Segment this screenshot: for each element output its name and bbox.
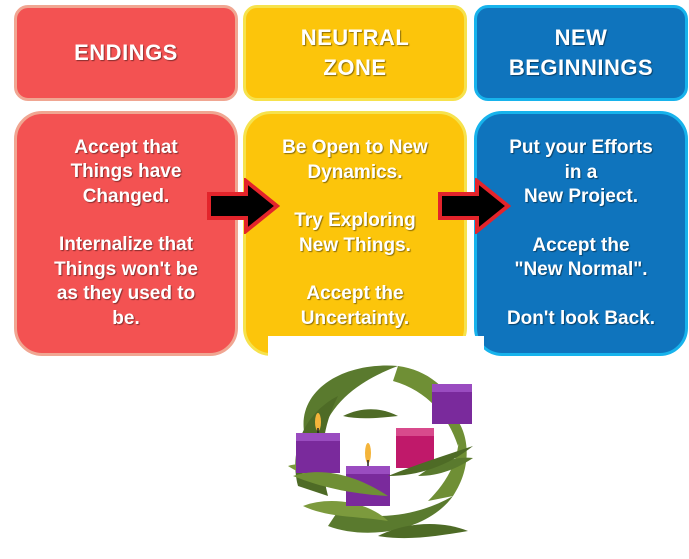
new-beginnings-text-2: Accept the "New Normal".	[514, 234, 648, 281]
endings-text-2: Internalize that Things won't be as they…	[54, 234, 198, 329]
header-new-beginnings-label: NEW BEGINNINGS	[508, 25, 654, 80]
body-new-beginnings: Put your Efforts in a New Project. Accep…	[474, 111, 688, 356]
header-endings-label: ENDINGS	[74, 40, 178, 65]
neutral-zone-text-3: Accept the Uncertainty.	[300, 283, 410, 329]
new-beginnings-text-3: Don't look Back.	[506, 307, 656, 329]
header-endings: ENDINGS	[14, 5, 238, 101]
new-beginnings-text-1: Put your Efforts in a New Project.	[509, 137, 653, 207]
header-neutral-zone: NEUTRAL ZONE	[243, 5, 467, 101]
body-endings: Accept that Things have Changed. Interna…	[14, 111, 238, 356]
header-neutral-zone-label: NEUTRAL ZONE	[300, 25, 410, 80]
right-arrow-icon	[207, 178, 280, 234]
neutral-zone-text-1: Be Open to New Dynamics.	[282, 137, 428, 183]
body-neutral-zone: Be Open to New Dynamics. Try Exploring N…	[243, 111, 467, 356]
header-new-beginnings: NEW BEGINNINGS	[474, 5, 688, 101]
endings-text-1: Accept that Things have Changed.	[70, 136, 182, 207]
advent-wreath-icon	[268, 336, 484, 556]
neutral-zone-text-2: Try Exploring New Things.	[294, 210, 416, 256]
right-arrow-icon	[438, 178, 511, 234]
